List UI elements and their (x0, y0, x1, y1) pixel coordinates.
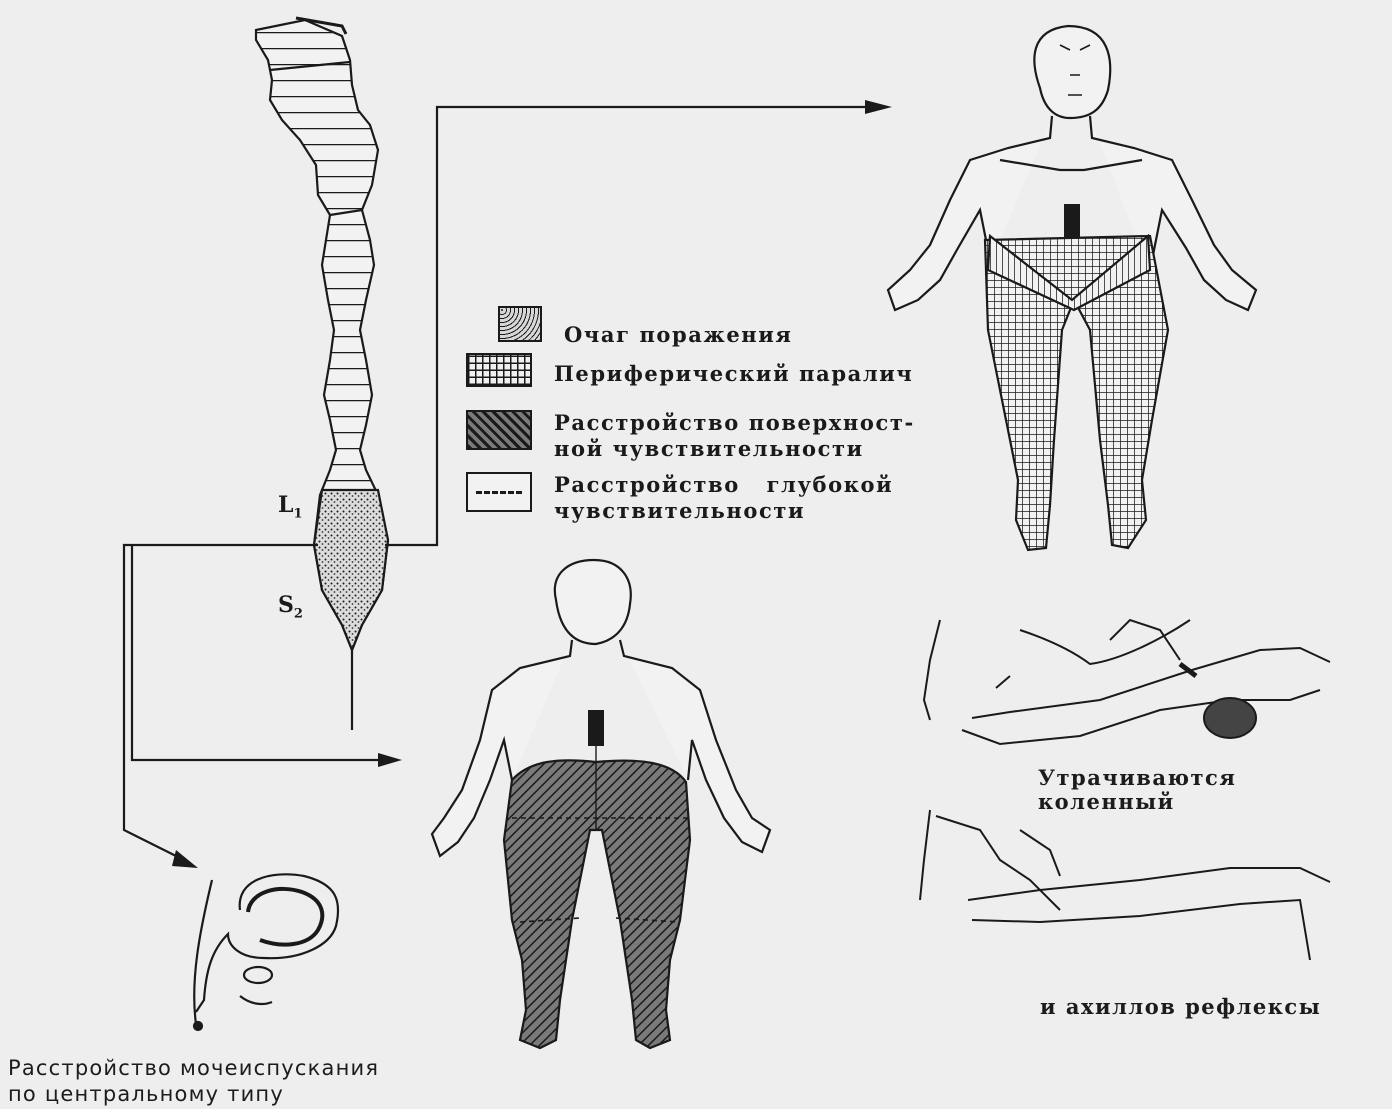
segment-l1-index: 1 (293, 506, 302, 521)
legend-swatch-dashed (466, 472, 532, 512)
caption-bladder-line2: по центральному типу (8, 1082, 284, 1106)
legend-swatch-dots (498, 306, 542, 342)
legend-label-lesion: Очаг поражения (564, 322, 793, 348)
front-figure (888, 26, 1256, 550)
achilles-reflex-sketch (920, 810, 1330, 960)
back-figure (432, 560, 770, 1048)
caption-reflex-bottom: и ахиллов рефлексы (1040, 994, 1321, 1019)
knee-reflex-sketch (924, 620, 1330, 744)
legend-item-lesion: Очаг поражения (498, 306, 793, 348)
legend-swatch-hatch (466, 410, 532, 450)
spinal-cord (256, 18, 388, 730)
segment-s2-letter: S (278, 592, 294, 618)
legend-label-superficial-sensation: Расстройство поверхност- ной чувствитель… (554, 410, 915, 462)
legend-swatch-grid (466, 353, 532, 387)
caption-reflex-top: Утрачиваются коленный (1038, 766, 1236, 814)
legend-label-peripheral-paralysis: Периферический паралич (554, 361, 913, 387)
legend-label-deep-sensation: Расстройство глубокой чувствительности (554, 472, 893, 524)
legend-item-peripheral-paralysis: Периферический паралич (466, 353, 913, 387)
segment-l1-letter: L (278, 492, 293, 518)
segment-s2-index: 2 (294, 606, 303, 621)
bladder-drawing (194, 874, 338, 1030)
segment-label-l1: L1 (278, 492, 303, 521)
legend-dashed-line (476, 491, 522, 494)
legend-item-deep-sensation: Расстройство глубокой чувствительности (466, 472, 893, 524)
caption-bladder-line1: Расстройство мочеиспускания (8, 1056, 379, 1080)
segment-label-s2: S2 (278, 592, 303, 621)
legend-item-superficial-sensation: Расстройство поверхност- ной чувствитель… (466, 410, 915, 462)
